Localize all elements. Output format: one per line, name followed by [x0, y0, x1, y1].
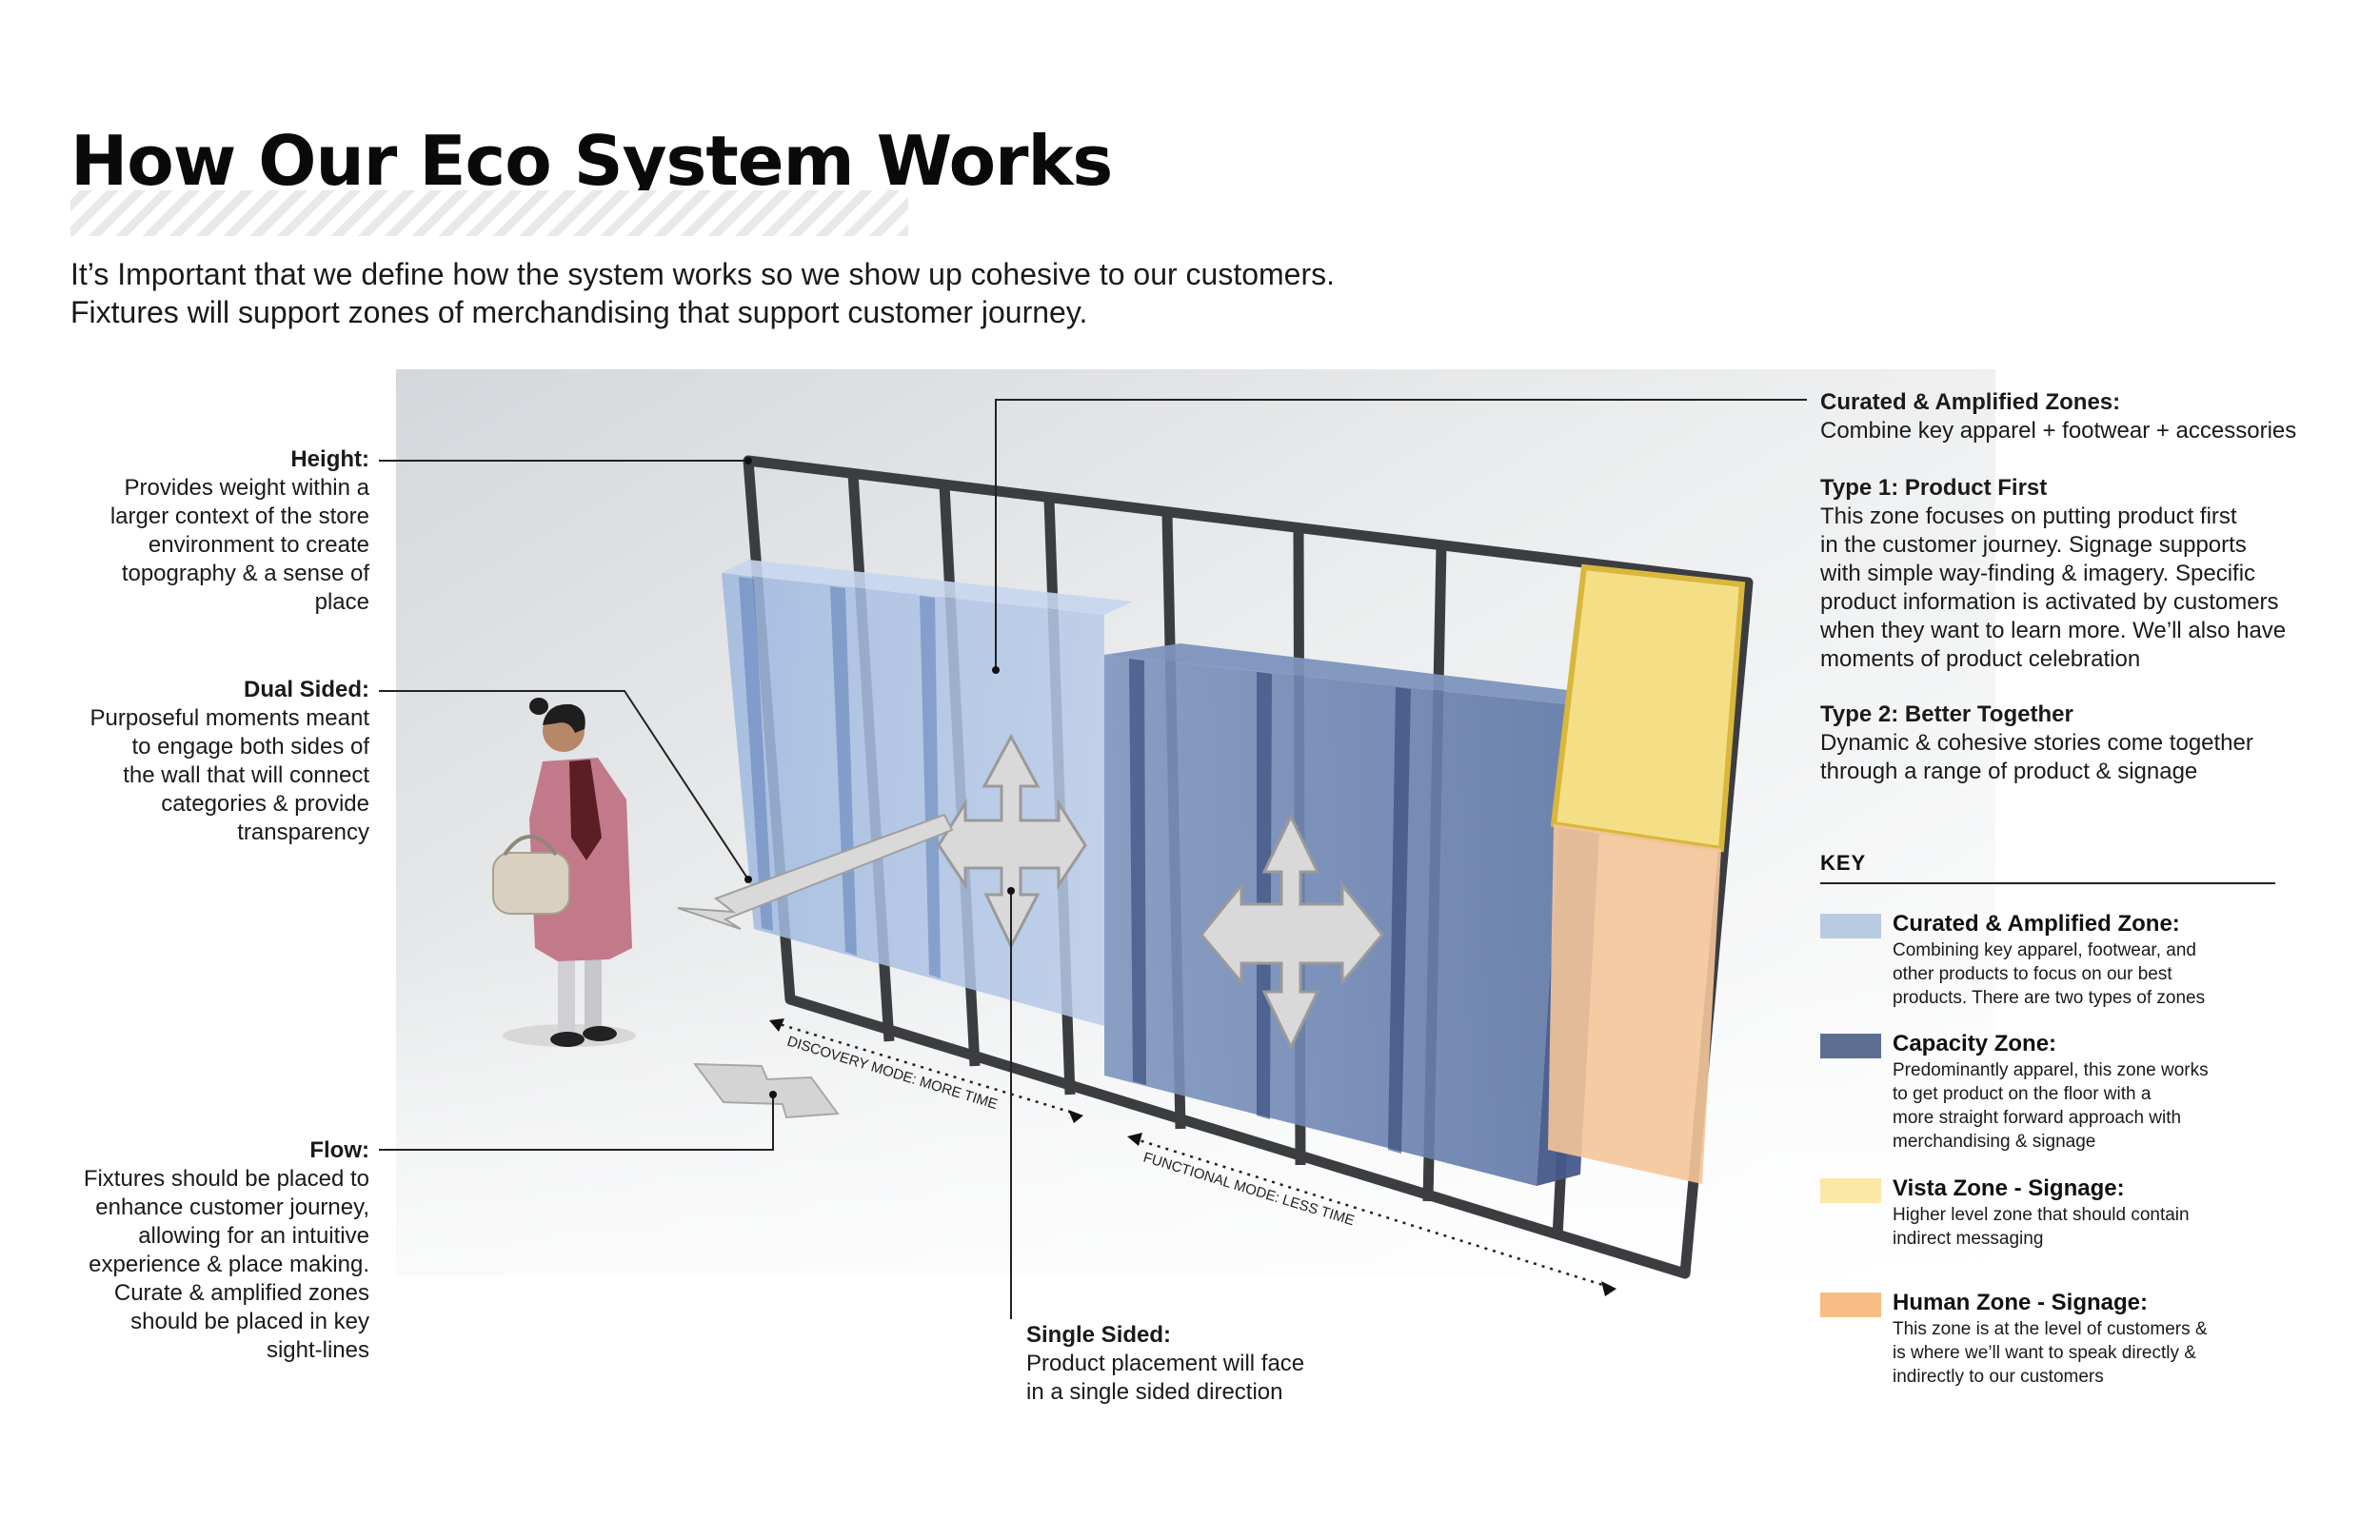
type1-line: in the customer journey. Signage support… — [1820, 532, 2247, 558]
dual-sided-line: categories & provide — [161, 791, 369, 817]
key-item-line: This zone is at the level of customers & — [1893, 1319, 2208, 1339]
intro-line-1: It’s Important that we define how the sy… — [70, 257, 1336, 291]
curated-zones-heading: Curated & Amplified Zones: — [1820, 389, 2121, 415]
key-divider — [1820, 882, 2275, 884]
mode-lines — [772, 1020, 1610, 1289]
type1-heading: Type 1: Product First — [1820, 475, 2048, 501]
dual-sided-note: Dual Sided: Purposeful moments meant to … — [0, 676, 369, 847]
flow-line: experience & place making. — [89, 1252, 369, 1277]
page-title: How Our Eco System Works — [70, 121, 1113, 201]
dual-sided-heading: Dual Sided: — [243, 677, 369, 702]
key-item-line: is where we’ll want to speak directly & — [1893, 1343, 2196, 1363]
dual-sided-line: the wall that will connect — [123, 762, 369, 788]
mode-arrowheads — [769, 1018, 1616, 1296]
intro-text: It’s Important that we define how the sy… — [70, 255, 1403, 331]
backdrop-mask — [1995, 838, 2380, 1275]
dual-sided-line: transparency — [237, 819, 369, 845]
flow-line: Fixtures should be placed to — [83, 1166, 369, 1192]
flow-line: enhance customer journey, — [95, 1194, 369, 1220]
customer-figure — [492, 698, 636, 1047]
type1-line: moments of product celebration — [1820, 646, 2141, 672]
key-item-line: Combining key apparel, footwear, and — [1893, 940, 2196, 960]
dual-sided-line: Purposeful moments meant — [89, 705, 369, 731]
leader-lines — [379, 399, 1807, 1319]
human-swatch — [1820, 1293, 1881, 1317]
curated-zones-line: Combine key apparel + footwear + accesso… — [1820, 418, 2297, 444]
curated-zones-note: Curated & Amplified Zones: Combine key a… — [1820, 388, 2353, 445]
height-line: environment to create — [148, 532, 369, 558]
title-hatch-decoration — [70, 190, 908, 236]
flow-heading: Flow: — [309, 1137, 369, 1163]
key-item-line: other products to focus on our best — [1893, 964, 2172, 984]
key-item-label: Human Zone - Signage: — [1893, 1290, 2149, 1315]
capacity-swatch — [1820, 1034, 1881, 1058]
height-line: place — [314, 589, 369, 615]
key-item-label: Vista Zone - Signage: — [1893, 1175, 2125, 1201]
height-heading: Height: — [290, 446, 369, 472]
key-item-line: merchandising & signage — [1893, 1132, 2096, 1152]
type1-line: product information is activated by cust… — [1820, 589, 2279, 615]
height-line: topography & a sense of — [121, 561, 369, 586]
height-line: Provides weight within a — [124, 475, 369, 501]
type2-heading: Type 2: Better Together — [1820, 701, 2073, 727]
human-zone-signage — [1548, 824, 1721, 1184]
key-item-label: Curated & Amplified Zone: — [1893, 911, 2180, 937]
flow-line: Curate & amplified zones — [113, 1280, 369, 1306]
flow-line: should be placed in key — [130, 1309, 369, 1334]
dual-sided-line: to engage both sides of — [131, 734, 369, 760]
curated-swatch — [1820, 914, 1881, 938]
capacity-move-arrows — [1200, 813, 1384, 1051]
flow-note: Flow: Fixtures should be placed to enhan… — [0, 1136, 369, 1365]
key-item-line: products. There are two types of zones — [1893, 988, 2206, 1008]
key-item-line: Higher level zone that should contain — [1893, 1205, 2190, 1225]
intro-line-2: Fixtures will support zones of merchandi… — [70, 295, 1088, 329]
single-sided-note: Single Sided: Product placement will fac… — [1026, 1321, 1426, 1407]
single-sided-line: Product placement will face — [1026, 1351, 1305, 1376]
type2-note: Type 2: Better Together Dynamic & cohesi… — [1820, 701, 2353, 786]
type1-line: This zone focuses on putting product fir… — [1820, 503, 2237, 529]
key-item-label: Capacity Zone: — [1893, 1031, 2057, 1056]
key-item-line: more straight forward approach with — [1893, 1108, 2182, 1128]
type1-line: when they want to learn more. We’ll also… — [1820, 618, 2287, 643]
vista-swatch — [1820, 1178, 1881, 1203]
key-item-line: indirect messaging — [1893, 1229, 2044, 1249]
type2-line: through a range of product & signage — [1820, 759, 2198, 784]
vista-zone-signage — [1550, 563, 1746, 853]
height-line: larger context of the store — [109, 503, 369, 529]
height-note: Height: Provides weight within a larger … — [0, 445, 369, 617]
type2-line: Dynamic & cohesive stories come together — [1820, 730, 2253, 756]
key-item-line: to get product on the floor with a — [1893, 1084, 2152, 1104]
leader-dots — [744, 457, 1015, 1098]
single-sided-heading: Single Sided: — [1026, 1322, 1172, 1348]
flow-line: sight-lines — [266, 1337, 369, 1363]
flow-arrow — [692, 1062, 840, 1119]
type1-note: Type 1: Product First This zone focuses … — [1820, 474, 2353, 674]
key-item-line: indirectly to our customers — [1893, 1367, 2104, 1387]
dual-sided-arrow — [677, 813, 954, 930]
key-item-line: Predominantly apparel, this zone works — [1893, 1060, 2209, 1080]
key-title: KEY — [1820, 851, 1867, 875]
flow-line: allowing for an intuitive — [138, 1223, 369, 1249]
type1-line: with simple way-finding & imagery. Speci… — [1820, 561, 2256, 586]
single-sided-line: in a single sided direction — [1026, 1379, 1283, 1405]
